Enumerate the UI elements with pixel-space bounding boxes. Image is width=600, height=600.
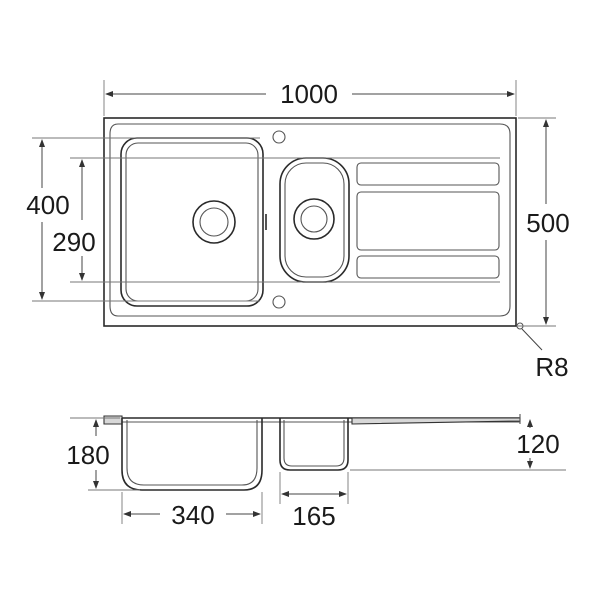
section-main-bowl bbox=[121, 418, 263, 491]
tap-hole-top bbox=[272, 130, 286, 144]
drainer-groove-top bbox=[356, 162, 500, 186]
main-drain-inner bbox=[199, 207, 229, 237]
width-arrow-left bbox=[105, 91, 113, 97]
main-height-arrow-top bbox=[93, 419, 99, 427]
overall-depth-label: 500 bbox=[526, 208, 569, 238]
bowl-depth-arrow-top bbox=[39, 139, 45, 147]
depth-arrow-top bbox=[543, 119, 549, 127]
section-left-flange bbox=[103, 415, 123, 425]
depth-arrow-bottom bbox=[543, 317, 549, 325]
main-height-arrow-bottom bbox=[93, 481, 99, 489]
section-view-dimensions: 180 120 340 165 bbox=[66, 417, 566, 531]
top-view-dimensions: 1000 500 400 290 R8 bbox=[26, 79, 569, 382]
main-width-arrow-right bbox=[253, 511, 261, 517]
drainer-groove-middle bbox=[356, 191, 500, 251]
main-width-arrow-left bbox=[123, 511, 131, 517]
section-view bbox=[103, 414, 521, 491]
main-bowl-depth-label: 400 bbox=[26, 190, 69, 220]
corner-radius-leader bbox=[521, 328, 543, 351]
section-half-bowl-inner bbox=[283, 420, 345, 467]
half-height-arrow-bottom bbox=[527, 461, 533, 469]
half-height-arrow-top bbox=[527, 419, 533, 427]
half-width-arrow-left bbox=[281, 491, 289, 497]
main-bowl-inner bbox=[125, 142, 259, 302]
sink-rim bbox=[109, 123, 511, 317]
tap-hole-bottom bbox=[272, 295, 286, 309]
half-bowl-depth-arrow-top bbox=[79, 159, 85, 167]
corner-radius-label: R8 bbox=[535, 352, 568, 382]
main-bowl-height-label: 180 bbox=[66, 440, 109, 470]
width-arrow-right bbox=[507, 91, 515, 97]
section-main-bowl-inner bbox=[126, 420, 258, 486]
top-view bbox=[103, 117, 543, 351]
half-bowl-depth-arrow-bottom bbox=[79, 273, 85, 281]
half-bowl bbox=[279, 157, 350, 283]
half-width-arrow-right bbox=[339, 491, 347, 497]
section-half-bowl bbox=[279, 418, 349, 471]
bowl-depth-arrow-bottom bbox=[39, 292, 45, 300]
main-bowl bbox=[120, 137, 264, 307]
half-drain-outer bbox=[293, 198, 335, 240]
main-drain-outer bbox=[192, 200, 236, 244]
half-drain-inner bbox=[300, 205, 328, 233]
drainer-groove-bottom bbox=[356, 255, 500, 279]
sink-outline bbox=[103, 117, 517, 327]
half-bowl-inner bbox=[284, 162, 345, 278]
overall-width-label: 1000 bbox=[280, 79, 338, 109]
half-bowl-depth-label: 290 bbox=[52, 227, 95, 257]
half-bowl-width-label: 165 bbox=[292, 501, 335, 531]
main-bowl-width-label: 340 bbox=[171, 500, 214, 530]
half-bowl-height-label: 120 bbox=[516, 429, 559, 459]
section-drainer-slope bbox=[351, 417, 521, 425]
